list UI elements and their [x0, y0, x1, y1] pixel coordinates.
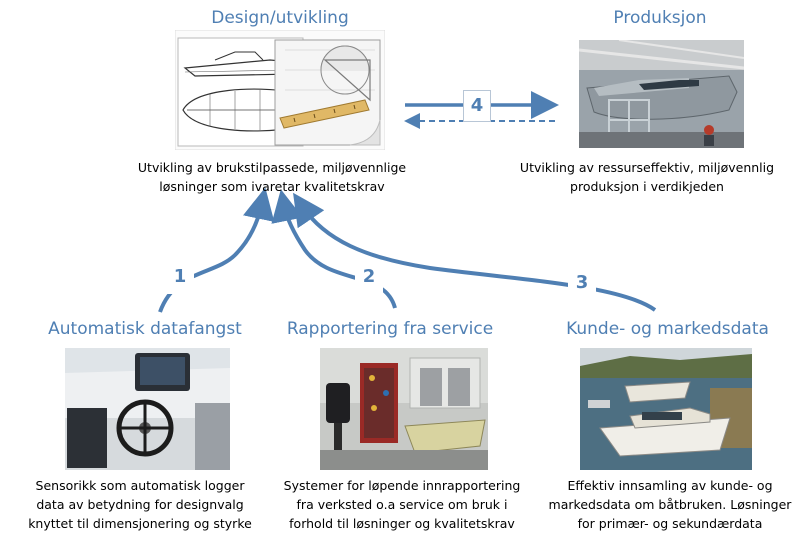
flow-number-4: 4	[463, 90, 491, 122]
service-caption-line-2: fra verksted o.a service om bruk i	[296, 497, 508, 512]
auto-caption-line-1: Sensorikk som automatisk logger	[35, 478, 245, 493]
design-heading: Design/utvikling	[211, 8, 349, 28]
market-caption-line-1: Effektiv innsamling av kunde- og	[567, 478, 773, 493]
flow-number-3: 3	[568, 268, 596, 300]
market-data-caption: Effektiv innsamling av kunde- og markeds…	[545, 476, 795, 533]
production-heading: Produksjon	[613, 8, 707, 28]
production-photo	[579, 40, 744, 148]
auto-datacapture-heading: Automatisk datafangst	[48, 319, 242, 339]
auto-caption-line-3: knyttet til dimensjonering og styrke	[28, 516, 252, 531]
design-caption-line-1: Utvikling av brukstilpassede, miljøvennl…	[137, 160, 407, 175]
auto-datacapture-photo	[65, 348, 230, 470]
production-caption: Utvikling av ressurseffektiv, miljøvennl…	[492, 158, 802, 196]
service-reporting-photo	[320, 348, 488, 470]
auto-caption-line-2: data av betydning for designvalg	[36, 497, 244, 512]
arrow-1	[158, 187, 275, 313]
production-caption-line-1: Utvikling av ressurseffektiv, miljøvennl…	[519, 160, 775, 175]
market-data-heading: Kunde- og markedsdata	[566, 319, 769, 339]
service-reporting-caption: Systemer for løpende innrapportering fra…	[262, 476, 542, 533]
design-drawing-image	[175, 30, 385, 150]
production-caption-line-2: produksjon i verdikjeden	[570, 179, 724, 194]
service-caption-line-3: forhold til løsninger og kvalitetskrav	[289, 516, 515, 531]
service-caption-line-1: Systemer for løpende innrapportering	[283, 478, 521, 493]
flow-number-2: 2	[355, 262, 383, 294]
arrow-3	[293, 192, 657, 312]
design-caption-line-2: løsninger som ivaretar kvalitetskrav	[159, 179, 385, 194]
flow-number-1: 1	[166, 262, 194, 294]
design-caption: Utvikling av brukstilpassede, miljøvennl…	[112, 158, 432, 196]
market-caption-line-2: markedsdata om båtbruken. Løsninger	[548, 497, 792, 512]
service-reporting-heading: Rapportering fra service	[286, 319, 494, 339]
auto-datacapture-caption: Sensorikk som automatisk logger data av …	[10, 476, 270, 533]
market-caption-line-3: for primær- og sekundærdata	[577, 516, 763, 531]
market-data-photo	[580, 348, 752, 470]
